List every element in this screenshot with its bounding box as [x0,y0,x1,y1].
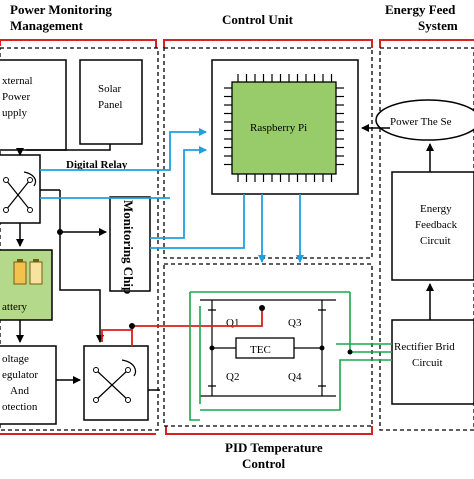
bottom-relay-switch-icon [95,359,137,401]
power-region [0,47,159,431]
external-power-line1: xternal [2,75,33,87]
energy-wires [361,124,434,320]
rectifier-line2: Circuit [412,357,443,369]
solar-panel-line1: Solar [98,83,122,95]
energy-feedback-line1: Energy [420,203,452,215]
energy-feedback-box [391,171,474,281]
h-bridge [200,299,336,397]
battery-icon [13,259,43,285]
energy-bracket [379,39,474,48]
bottom-relay-contacts-icon [93,367,131,403]
control-region [163,47,373,259]
monitoring-chip-label: Monitoring Chip [121,200,136,294]
power-sensor-ellipse [375,99,474,141]
pid-bracket [165,426,373,435]
relay-switch-icon [5,171,37,211]
voltage-regulator-line3: And [10,385,29,397]
pid-header-line2: Control [242,456,285,471]
control-bracket [163,39,373,48]
battery-label: attery [2,301,28,313]
power-bracket [0,39,157,48]
digital-relay-label: Digital Relay [66,159,128,171]
energy-header-line2: System [418,18,458,33]
control-header: Control Unit [222,12,294,27]
energy-feedback-line3: Circuit [420,235,451,247]
voltage-regulator-line4: otection [2,401,38,413]
energy-feedback-line2: Feedback [415,219,458,231]
power-sensor-label: Power The Se [390,116,452,128]
raspberry-pi-chip [231,81,337,175]
energy-header-line1: Energy Feed [385,2,456,17]
q2-label: Q2 [226,371,239,383]
green-junctions [347,349,353,355]
section-brackets [0,39,474,435]
pid-header-line1: PID Temperature [225,440,323,455]
external-power-line2: Power [2,91,30,103]
external-power-line3: upply [2,107,28,119]
bottom-relay-box [83,345,149,421]
tec-label: TEC [250,344,271,356]
external-power-box [0,59,67,151]
voltage-regulator-line1: oltage [2,353,29,365]
q3-label: Q3 [288,317,302,329]
voltage-regulator-line2: egulator [2,369,38,381]
rectifier-bridge-box [391,319,474,405]
tec-element [235,337,295,359]
monitoring-chip-box [109,196,151,292]
raspberry-pi-label: Raspberry Pi [250,122,307,134]
red-junctions [129,305,265,329]
dashed-regions [0,47,474,431]
solar-panel-box [79,59,143,145]
voltage-regulator-box [0,345,57,425]
power-header-line2: Management [10,18,84,33]
power-junctions [57,229,63,235]
power-header-line1: Power Monitoring [10,2,112,17]
h-bridge-junctions [209,345,325,351]
blue-wires [40,128,304,263]
solar-panel-line2: Panel [98,99,122,111]
q4-label: Q4 [288,371,302,383]
q1-label: Q1 [226,317,239,329]
pid-region [163,263,373,427]
chip-pins [224,74,344,182]
relay-contacts-icon [3,177,33,213]
rectifier-line1: Rectifier Brid [394,341,455,353]
